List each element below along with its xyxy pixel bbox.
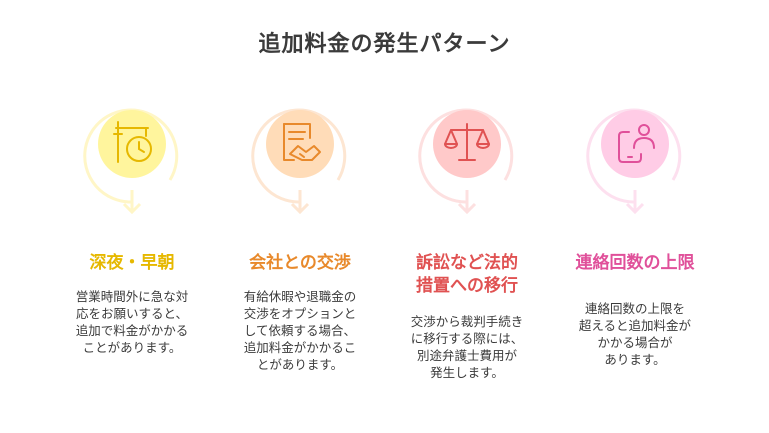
icon-area [545, 94, 725, 224]
pattern-company-negotiation: 会社との交渉 有給休暇や退職金の 交渉をオプションと して依頼する場合、 追加料… [210, 0, 390, 433]
icon-area [42, 94, 222, 224]
phone-user-icon [618, 124, 655, 163]
pattern-heading: 訴訟など法的 措置への移行 [416, 253, 518, 296]
pattern-description: 連絡回数の上限を 超えると追加料金が かかる場合が あります。 [578, 301, 692, 367]
pattern-legal-action: 訴訟など法的 措置への移行 交渉から裁判手続き に移行する際には、 別途弁護士費… [377, 0, 557, 433]
pattern-description: 交渉から裁判手続き に移行する際には、 別途弁護士費用が 発生します。 [410, 314, 524, 380]
pattern-late-night: 深夜・早朝 営業時間外に急な対 応をお願いすると、 追加で料金がかかる ことがあ… [42, 0, 222, 433]
icon-area [210, 94, 390, 224]
pattern-heading: 連絡回数の上限 [575, 253, 695, 273]
contract-handshake-icon [283, 123, 321, 161]
clock-icon [113, 121, 152, 163]
pattern-contact-limit: 連絡回数の上限 連絡回数の上限を 超えると追加料金が かかる場合が あります。 [545, 0, 725, 433]
pattern-description: 営業時間外に急な対 応をお願いすると、 追加で料金がかかる ことがあります。 [75, 289, 189, 355]
scales-icon [444, 123, 490, 161]
pattern-heading: 深夜・早朝 [89, 253, 175, 273]
icon-area [377, 94, 557, 224]
pattern-description: 有給休暇や退職金の 交渉をオプションと して依頼する場合、 追加料金がかかるこ … [243, 289, 357, 372]
pattern-heading: 会社との交渉 [249, 253, 351, 273]
page-title: 追加料金の発生パターン [258, 32, 511, 57]
